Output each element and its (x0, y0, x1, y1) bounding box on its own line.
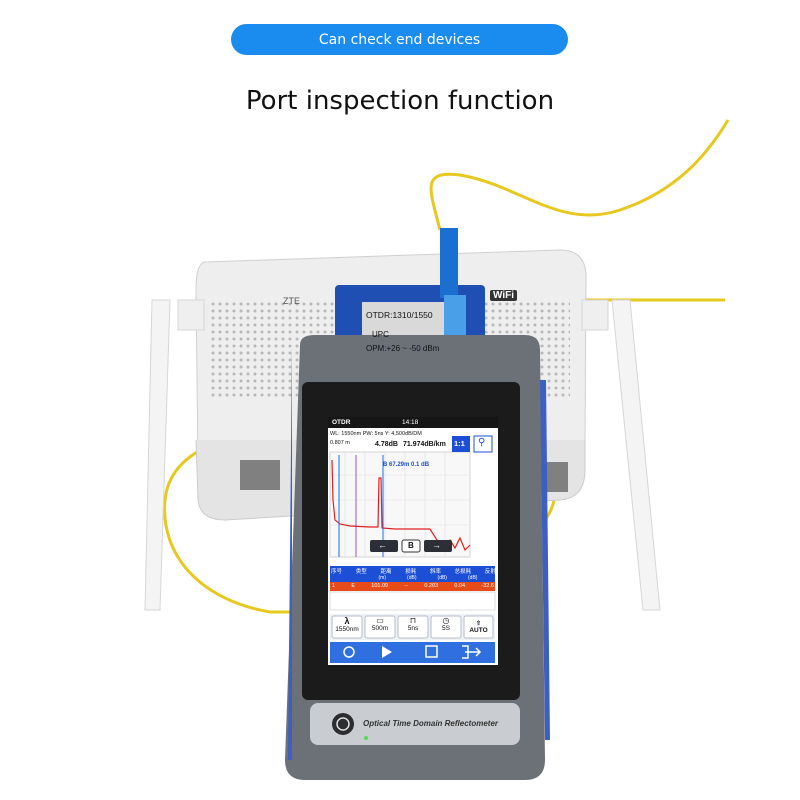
router-brand: ZTE (283, 296, 300, 306)
clock-icon: ◷ (442, 616, 450, 625)
row-distance: 101.09 (371, 583, 389, 589)
nav-b-button[interactable]: B (408, 541, 414, 550)
lambda-icon: λ (344, 616, 350, 626)
auto-button[interactable]: ⇧ AUTO (464, 620, 493, 634)
row-index: 1 (332, 583, 336, 589)
trace-params: WL: 1550nm PW: 5ns Y: 4,500dB/DM (330, 431, 422, 437)
col-type: 类型 (355, 569, 367, 575)
event-table-header: 序号 类型 距离 损耗 斜率 总损耗 反射 (331, 567, 496, 575)
device-brand-text: Optical Time Domain Reflectometer (363, 719, 498, 728)
label-card-line3: OPM:+26 ~ -50 dBm (366, 344, 440, 353)
col-index: 序号 (331, 569, 343, 575)
row-loss: -- (404, 583, 409, 589)
play-icon (382, 646, 392, 658)
row-total-loss: 0.04 (454, 583, 466, 589)
banner-text: Can check end devices (318, 31, 481, 48)
col-loss: 损耗 (405, 569, 417, 575)
range-label: 500m (371, 625, 389, 632)
unit-reflect: (dB) (468, 575, 478, 581)
wavelength-button[interactable]: λ 1550nm (332, 616, 362, 633)
marker-b-label: B 67.29m 0.1 dB (383, 462, 430, 468)
distance-reading: 71.974dB/km (403, 441, 446, 448)
qr-code-left (240, 460, 280, 490)
col-reflect: 反射 (484, 569, 496, 575)
settings-gear-icon (343, 646, 355, 658)
unit-loss: (dB) (407, 575, 417, 581)
loss-reading: 4.78dB (375, 441, 398, 448)
feature-banner: Can check end devices (231, 24, 568, 55)
range-button[interactable]: ▭ 500m (365, 616, 395, 632)
page-title: Port inspection function (245, 86, 555, 116)
table-row[interactable]: 1 E 101.09 -- 0.203 0.04 -32.6 (332, 583, 494, 589)
trace-dist-small: 0.807 m (330, 440, 350, 446)
duration-label: 5S (442, 625, 450, 632)
exit-icon (462, 645, 482, 659)
otdr-device (285, 335, 550, 780)
auto-icon: ⇧ (475, 621, 482, 627)
event-table-units: (m) (dB) (dB) (dB) (368, 575, 488, 581)
screen-app-name: OTDR (332, 419, 351, 426)
pulse-label: 5ns (407, 625, 419, 632)
router-wifi-badge: WiFi (490, 290, 518, 301)
col-total-loss: 总损耗 (454, 569, 472, 575)
duration-button[interactable]: ◷ 5S (431, 616, 461, 632)
col-slope: 斜率 (429, 569, 441, 575)
label-card-line1: OTDR:1310/1550 (366, 310, 433, 320)
ratio-button[interactable]: 1:1 (454, 439, 465, 448)
wavelength-label: 1550nm (335, 626, 359, 633)
label-card-line2: UPC (372, 330, 389, 339)
row-type: E (351, 583, 356, 589)
ruler-icon: ▭ (376, 616, 384, 625)
col-distance: 距离 (380, 569, 392, 575)
pulse-icon: ⊓ (409, 616, 417, 625)
nav-prev-icon[interactable]: ← (378, 540, 387, 550)
screen-time: 14:18 (402, 419, 419, 426)
auto-label: AUTO (469, 627, 488, 634)
antennas (144, 299, 661, 611)
nav-next-icon[interactable]: → (432, 540, 441, 550)
pulse-button[interactable]: ⊓ 5ns (398, 616, 428, 632)
unit-distance: (m) (378, 575, 387, 581)
save-icon (425, 645, 438, 658)
row-slope: 0.203 (424, 583, 439, 589)
location-pin-icon[interactable]: ⚲ (478, 437, 486, 448)
unit-total-loss: (dB) (437, 575, 447, 581)
row-reflect: -32.6 (481, 583, 494, 589)
